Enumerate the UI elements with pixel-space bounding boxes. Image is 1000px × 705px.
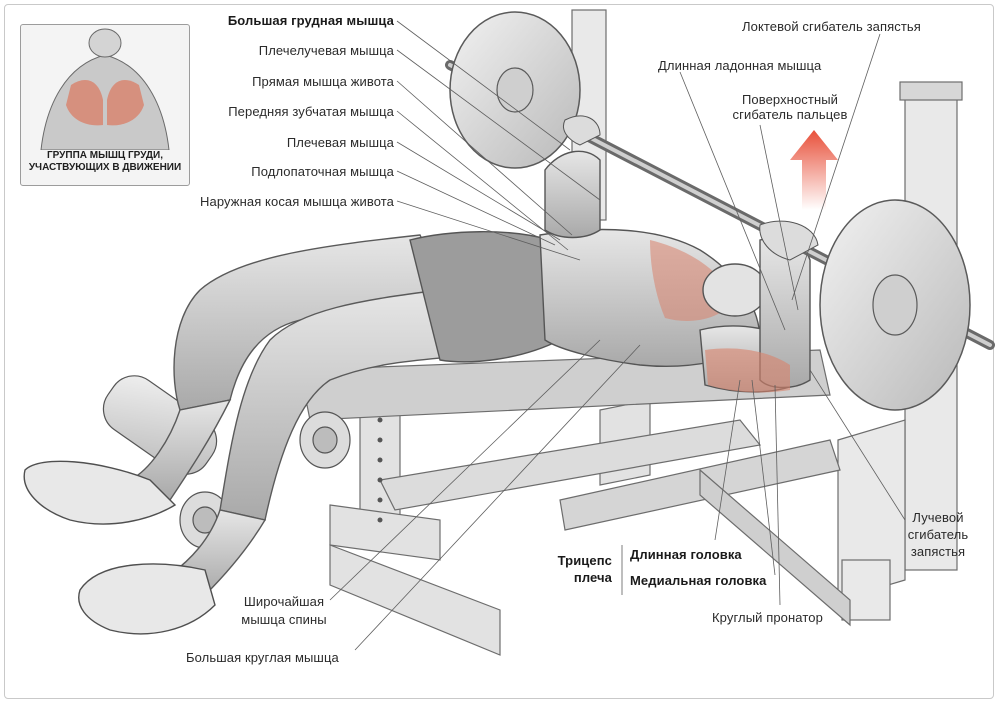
inset-caption: ГРУППА МЫШЦ ГРУДИ, УЧАСТВУЮЩИХ В ДВИЖЕНИ… xyxy=(21,150,189,174)
inset-caption-line2: УЧАСТВУЮЩИХ В ДВИЖЕНИИ xyxy=(28,162,182,173)
inset-caption-line1: ГРУППА МЫШЦ ГРУДИ, xyxy=(46,150,164,161)
label-flexor-carpi-radialis-line1: Лучевой xyxy=(912,510,964,525)
label-flexor-digitorum: Поверхностный сгибатель пальцев xyxy=(710,92,870,122)
label-flexor-digitorum-line1: Поверхностный xyxy=(741,92,839,107)
bench-frame xyxy=(329,394,851,656)
bench-base xyxy=(329,544,501,656)
label-brachioradialis: Плечелучевая мышца xyxy=(258,43,394,58)
label-latissimus-line2: мышца спины xyxy=(241,612,327,627)
label-flexor-carpi-radialis-line3: запястья xyxy=(910,544,966,559)
label-palmaris-longus: Длинная ладонная мышца xyxy=(658,58,822,73)
label-serratus-anterior: Передняя зубчатая мышца xyxy=(228,104,394,119)
shorts xyxy=(409,231,561,363)
image-frame xyxy=(4,4,994,699)
label-triceps: Трицепс плеча xyxy=(558,552,612,586)
label-teres-major: Большая круглая мышца xyxy=(186,650,339,665)
label-triceps-medial-head: Медиальная головка xyxy=(630,573,767,588)
upward-arrow-icon xyxy=(790,130,838,210)
label-pectoralis-major: Большая грудная мышца xyxy=(227,13,394,28)
left-forearm xyxy=(544,150,601,239)
label-rectus-abdominis: Прямая мышца живота xyxy=(252,74,394,89)
label-external-oblique: Наружная косая мышца живота xyxy=(200,194,394,209)
rack-right-leg xyxy=(837,419,906,601)
label-flexor-carpi-ulnaris: Локтевой сгибатель запястья xyxy=(742,19,921,34)
label-latissimus-line1: Широчайшая xyxy=(243,594,325,609)
shoes xyxy=(23,460,216,635)
triceps-highlight xyxy=(705,348,790,393)
label-latissimus: Широчайшая мышца спины xyxy=(224,593,344,629)
label-triceps-line1: Трицепс xyxy=(557,553,612,568)
label-triceps-long-head: Длинная головка xyxy=(630,547,742,562)
label-brachialis: Плечевая мышца xyxy=(286,135,394,150)
label-triceps-line2: плеча xyxy=(573,570,612,585)
label-flexor-carpi-radialis: Лучевой сгибатель запястья xyxy=(900,509,976,560)
inset-chest-muscles: ГРУППА МЫШЦ ГРУДИ, УЧАСТВУЮЩИХ В ДВИЖЕНИ… xyxy=(20,24,190,186)
shoe-right xyxy=(78,563,216,635)
leader-lines xyxy=(329,20,906,651)
label-subscapularis: Подлопаточная мышца xyxy=(251,164,394,179)
label-flexor-digitorum-line2: сгибатель пальцев xyxy=(732,107,848,122)
inset-chest-figure xyxy=(40,28,170,151)
label-flexor-carpi-radialis-line2: сгибатель xyxy=(907,527,969,542)
shoe-left xyxy=(23,460,177,525)
barbell xyxy=(445,11,995,411)
label-pronator-teres: Круглый пронатор xyxy=(712,610,823,625)
head xyxy=(702,263,768,317)
